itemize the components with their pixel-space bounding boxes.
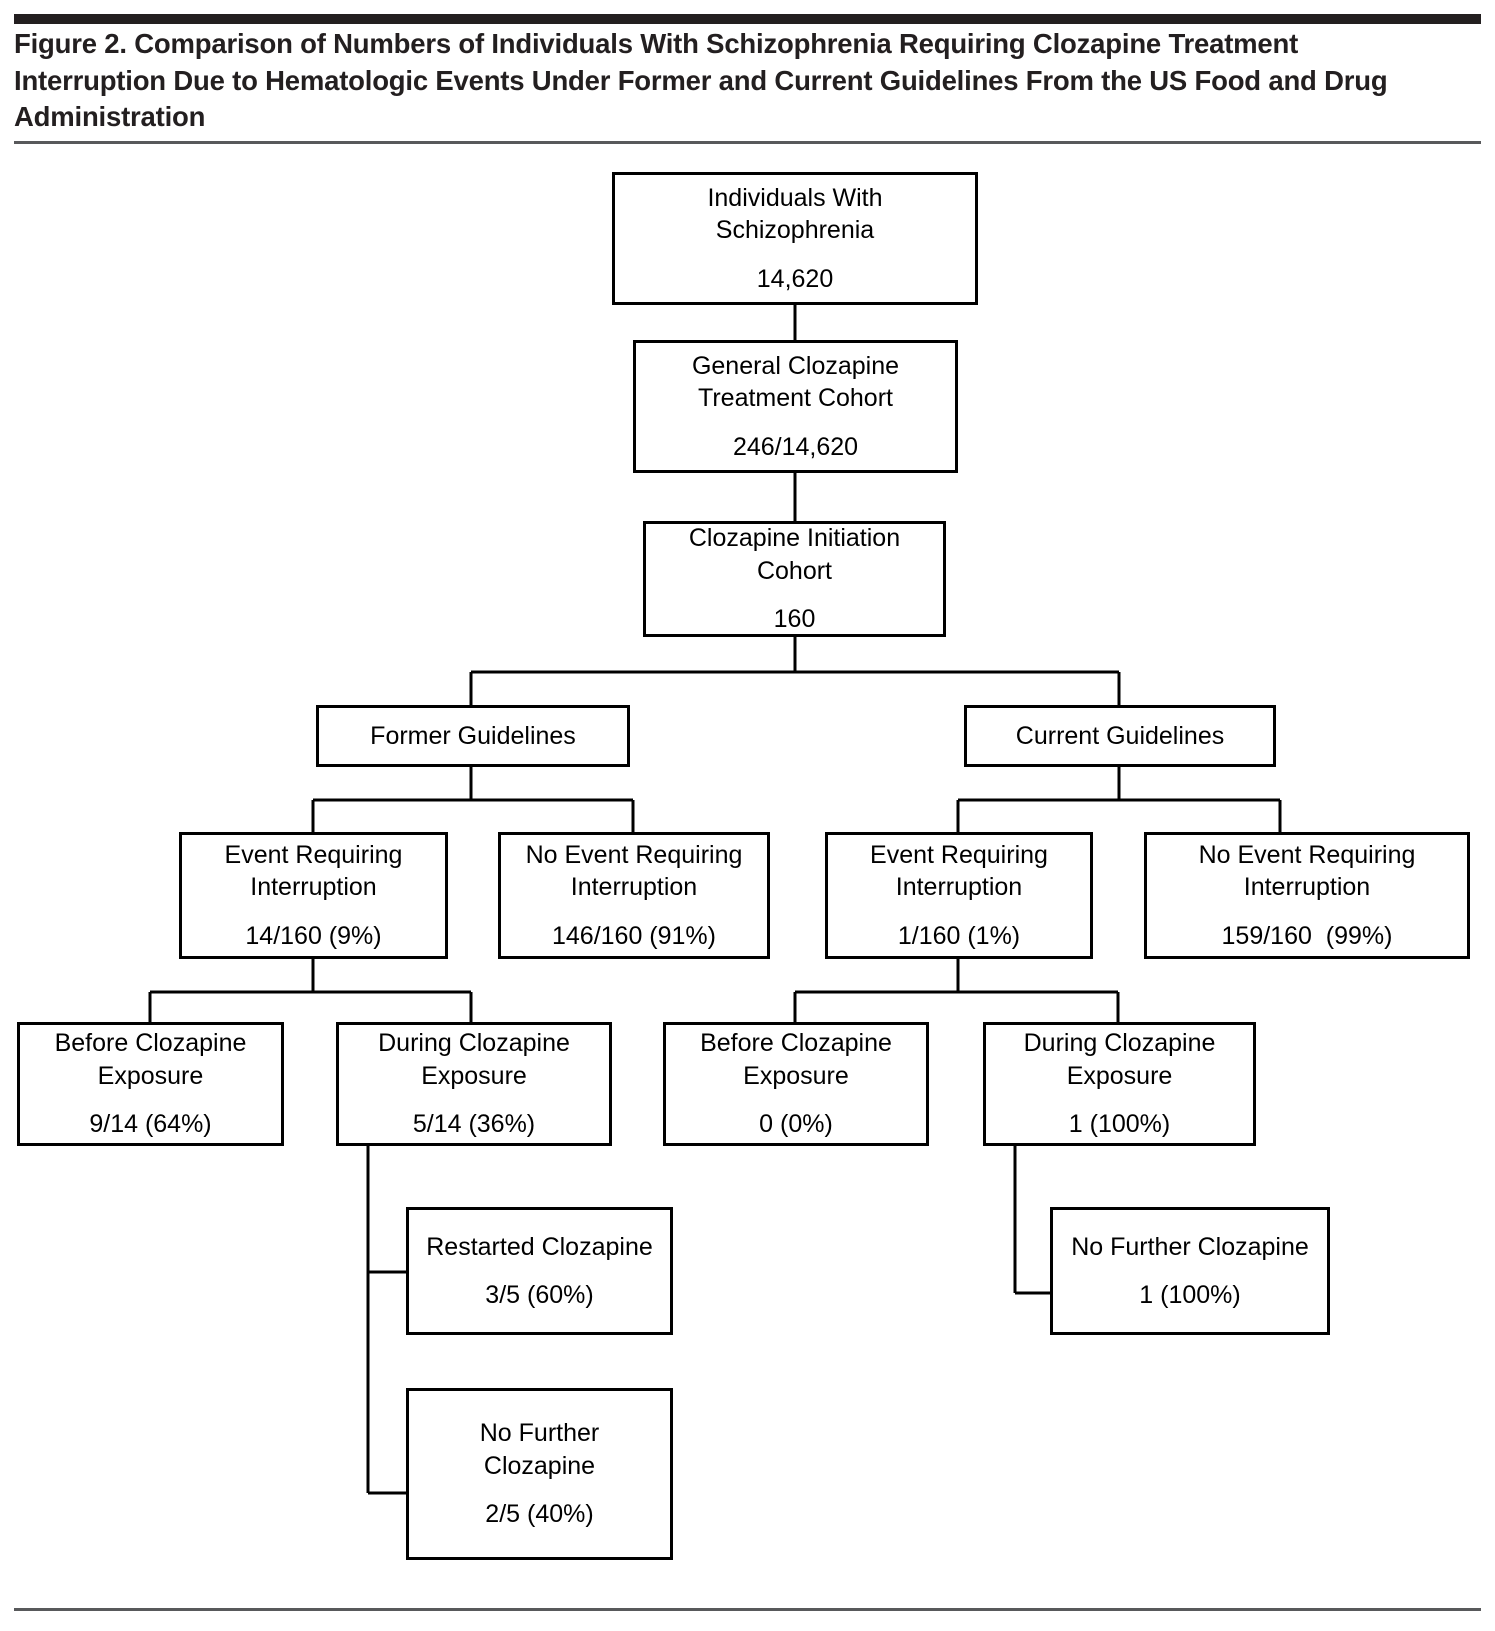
- node-label: During Clozapine Exposure: [378, 1029, 570, 1090]
- node-restarted-clozapine[interactable]: Restarted Clozapine 3/5 (60%): [406, 1207, 673, 1335]
- node-label: No Further Clozapine: [1071, 1232, 1309, 1261]
- node-value: 5/14 (36%): [412, 1110, 536, 1139]
- node-former-before-clozapine-exposure[interactable]: Before Clozapine Exposure 9/14 (64%): [17, 1022, 284, 1146]
- node-label: Event Requiring Interruption: [870, 840, 1048, 902]
- node-clozapine-initiation-cohort[interactable]: Clozapine Initiation Cohort 160: [643, 521, 946, 637]
- node-label: No Event Requiring Interruption: [525, 840, 743, 902]
- node-label: Clozapine Initiation Cohort: [688, 524, 901, 585]
- node-value: 9/14 (64%): [89, 1110, 212, 1139]
- node-value: 246/14,620: [732, 432, 859, 461]
- node-value: 0 (0%): [759, 1110, 833, 1139]
- node-value: 1 (100%): [1139, 1281, 1241, 1309]
- node-current-event-requiring-interruption[interactable]: Event Requiring Interruption 1/160 (1%): [825, 832, 1093, 959]
- node-value: 160: [773, 605, 816, 634]
- node-value: 3/5 (60%): [485, 1281, 594, 1309]
- node-value: 159/160 (99%): [1221, 921, 1393, 950]
- node-value: 1 (100%): [1068, 1110, 1171, 1139]
- node-label: Before Clozapine Exposure: [700, 1029, 892, 1090]
- node-current-during-clozapine-exposure[interactable]: During Clozapine Exposure 1 (100%): [983, 1022, 1256, 1146]
- node-current-guidelines[interactable]: Current Guidelines: [964, 705, 1276, 767]
- bottom-rule: [14, 1608, 1481, 1611]
- node-label: Event Requiring Interruption: [224, 840, 403, 902]
- title-rule: [14, 141, 1481, 144]
- node-value: 14/160 (9%): [245, 921, 382, 950]
- node-value: 146/160 (91%): [551, 921, 716, 950]
- node-value: 1/160 (1%): [897, 921, 1021, 950]
- node-label: General Clozapine Treatment Cohort: [691, 351, 900, 413]
- node-label: No Event Requiring Interruption: [1198, 840, 1416, 902]
- node-current-no-further-clozapine[interactable]: No Further Clozapine 1 (100%): [1050, 1207, 1330, 1335]
- node-former-no-further-clozapine[interactable]: No Further Clozapine 2/5 (40%): [406, 1388, 673, 1560]
- node-former-during-clozapine-exposure[interactable]: During Clozapine Exposure 5/14 (36%): [336, 1022, 612, 1146]
- node-former-no-event-requiring-interruption[interactable]: No Event Requiring Interruption 146/160 …: [498, 832, 770, 959]
- node-current-no-event-requiring-interruption[interactable]: No Event Requiring Interruption 159/160 …: [1144, 832, 1470, 959]
- node-label: Individuals With Schizophrenia: [707, 183, 883, 245]
- node-individuals-with-schizophrenia[interactable]: Individuals With Schizophrenia 14,620: [612, 172, 978, 305]
- node-label: No Further Clozapine: [479, 1419, 600, 1480]
- node-label: Restarted Clozapine: [426, 1232, 653, 1261]
- node-label: Current Guidelines: [1015, 721, 1225, 750]
- node-former-guidelines[interactable]: Former Guidelines: [316, 705, 630, 767]
- node-former-event-requiring-interruption[interactable]: Event Requiring Interruption 14/160 (9%): [179, 832, 448, 959]
- node-label: During Clozapine Exposure: [1023, 1029, 1216, 1090]
- node-label: Before Clozapine Exposure: [54, 1029, 247, 1090]
- node-value: 2/5 (40%): [485, 1500, 594, 1529]
- figure-title: Figure 2. Comparison of Numbers of Indiv…: [14, 28, 1388, 133]
- node-current-before-clozapine-exposure[interactable]: Before Clozapine Exposure 0 (0%): [663, 1022, 929, 1146]
- node-value: 14,620: [756, 264, 834, 293]
- top-rule: [14, 14, 1481, 24]
- node-label: Former Guidelines: [370, 721, 576, 750]
- node-general-clozapine-treatment-cohort[interactable]: General Clozapine Treatment Cohort 246/1…: [633, 340, 958, 473]
